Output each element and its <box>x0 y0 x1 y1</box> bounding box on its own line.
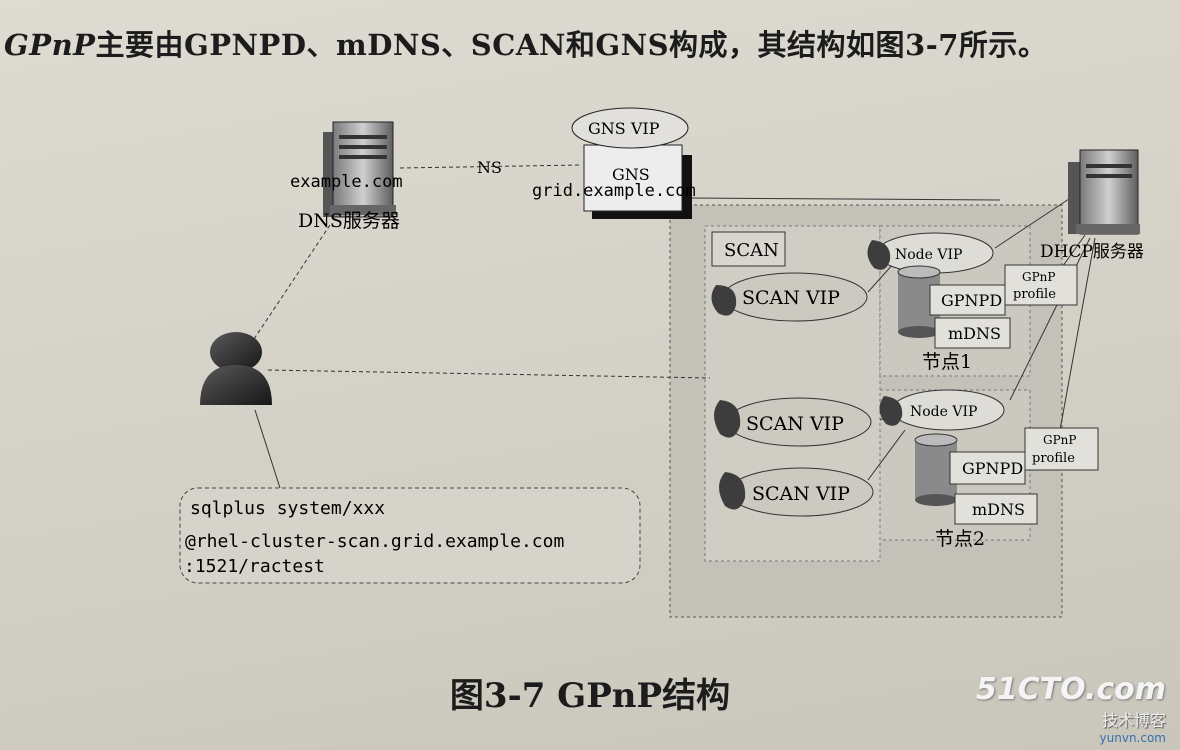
scan-vip-3 <box>719 467 874 517</box>
dns-host: example.com <box>290 172 403 192</box>
watermark-site: yunvn.com <box>1099 731 1166 745</box>
scan-node2-link-b <box>867 429 906 481</box>
scan-label: SCAN <box>724 240 779 261</box>
intro-rest: 主要由GPNPD、mDNS、SCAN和GNS构成，其结构如图3-7所示。 <box>95 28 1048 62</box>
node2-mdns-box <box>954 493 1038 525</box>
watermark-brand: 51CTO.com <box>975 672 1166 707</box>
watermark-sub: 技术博客 <box>1101 711 1166 730</box>
gns-vip-ellipse <box>571 107 689 149</box>
node1-profile-box <box>1004 264 1078 306</box>
scan-vip-2-label: SCAN VIP <box>746 413 844 435</box>
node2-mdns-label: mDNS <box>972 500 1025 519</box>
node1-vip-icon <box>867 240 891 270</box>
command-line2: @rhel-cluster-scan.grid.example.com <box>185 531 564 552</box>
node1-mdns-label: mDNS <box>948 324 1001 343</box>
dhcp-node2-profile-link <box>1059 237 1096 431</box>
node1-profile-line1: GPnP <box>1022 270 1055 284</box>
command-line1: sqlplus system/xxx <box>190 498 385 519</box>
gns-vip-label: GNS VIP <box>588 119 660 138</box>
scan-vip-3-label: SCAN VIP <box>752 483 850 505</box>
node2-gpnpd-label: GPNPD <box>962 459 1023 478</box>
node1-vip-label: Node VIP <box>895 247 962 263</box>
user-command-link <box>254 409 281 489</box>
scan-node1-link <box>867 261 896 293</box>
node2-database-icon <box>914 433 958 506</box>
intro-lead: GPnP <box>4 28 96 62</box>
dhcp-node1-vip-link <box>994 194 1076 249</box>
gns-domain: grid.example.com <box>532 181 696 201</box>
dns-user-link <box>249 224 331 346</box>
node2-vip-label: Node VIP <box>910 404 977 420</box>
node2-gpnpd-box <box>949 451 1026 485</box>
scan-vip-1 <box>711 272 868 322</box>
dhcp-server-label: DHCP服务器 <box>1040 242 1144 262</box>
figure-caption: 图3-7 GPnP结构 <box>449 676 731 716</box>
node2-label: 节点2 <box>935 528 985 550</box>
scan-vip-1-label: SCAN VIP <box>742 287 840 309</box>
node2-profile-line1: GPnP <box>1043 433 1076 447</box>
gns-cluster-link <box>689 197 1001 201</box>
node2-profile-line2: profile <box>1032 451 1075 466</box>
dhcp-server-icon <box>1068 149 1140 235</box>
dns-server-label: DNS服务器 <box>298 210 400 232</box>
gns-name: GNS <box>612 165 650 184</box>
node2-vip-icon <box>879 396 903 426</box>
user-icon <box>200 332 272 405</box>
node1-gpnpd-box <box>929 284 1006 316</box>
dhcp-node1-profile-link <box>1059 234 1086 271</box>
user-cluster-link <box>267 369 711 379</box>
watermark: 51CTO.com 技术博客 yunvn.com <box>966 672 1166 745</box>
dns-server-icon <box>323 121 396 218</box>
command-line3: :1521/ractest <box>184 556 325 577</box>
node1-profile-line2: profile <box>1013 287 1056 302</box>
scan-label-box <box>711 231 786 267</box>
ns-link-label: NS <box>477 158 502 177</box>
scan-vip-2 <box>714 397 872 447</box>
node1-mdns-box <box>934 317 1011 349</box>
intro-text: GPnP主要由GPNPD、mDNS、SCAN和GNS构成，其结构如图3-7所示。 <box>4 22 1174 64</box>
node1-label: 节点1 <box>922 351 972 373</box>
node1-gpnpd-label: GPNPD <box>941 291 1002 310</box>
dns-gns-link <box>399 164 581 169</box>
node2-profile-box <box>1024 427 1099 471</box>
command-box <box>179 487 641 584</box>
